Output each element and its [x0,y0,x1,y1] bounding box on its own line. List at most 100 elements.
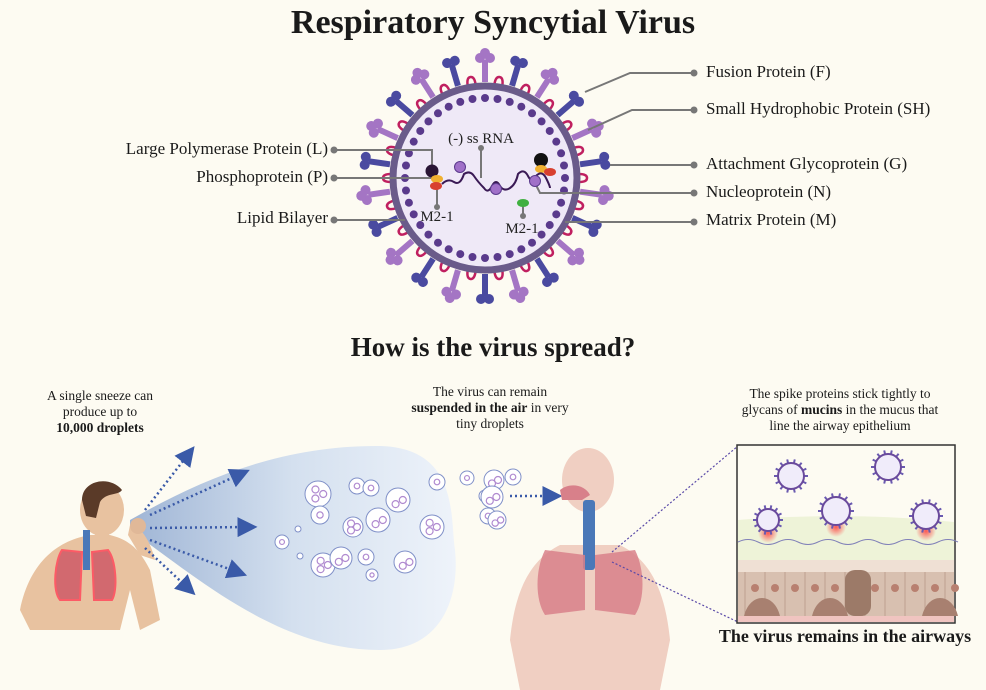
section-heading: How is the virus spread? [350,332,636,362]
small-hydrophobic-protein [415,98,428,111]
matrix-protein-bead [552,137,561,146]
droplet-virus [496,516,505,524]
label-lipid-bilayer: Lipid Bilayer [236,208,328,227]
droplets [274,468,522,582]
droplet-virus [378,515,387,525]
droplet [362,479,380,497]
label-phosphoprotein: Phosphoprotein (P) [196,167,328,186]
droplet-virus [425,527,434,536]
air-caption-line2: in very [527,400,569,415]
matrix-protein-bead [537,230,546,239]
small-hydrophobic-protein [466,270,477,281]
droplet-virus [311,494,320,503]
fusion-protein-spike [509,269,529,303]
fusion-protein-spike [555,238,585,266]
matrix-protein-bead [401,161,410,170]
droplet-virus [405,557,414,567]
matrix-protein-bead [552,210,561,219]
matrix-protein-bead [424,230,433,239]
droplet [342,516,364,538]
attachment-glycoprotein-spike [411,257,436,287]
small-hydrophobic-protein [397,120,409,132]
phosphoprotein-icon [535,165,547,173]
matrix-protein-bead [557,149,566,158]
sneeze-arrow [149,538,248,579]
fusion-protein-spike [366,118,399,141]
small-hydrophobic-protein [578,172,589,184]
droplet-virus [391,500,400,509]
trachea [83,530,90,570]
airway-caption: The virus remains in the airways [718,626,972,646]
droplet [329,546,353,570]
lung-left [537,550,585,615]
matrix-protein-bead [456,250,465,259]
matrix-protein-bead [545,126,554,135]
trachea [583,500,595,570]
droplet-virus [316,556,325,565]
cilia [738,560,954,572]
matrix-protein-bead [424,117,433,126]
attachment-glycoprotein-spike [579,151,611,170]
droplet [348,477,366,495]
label-nucleoprotein: Nucleoprotein (N) [706,182,832,201]
mucin-caption-line3: line the airway epithelium [769,418,911,433]
droplet-virus [433,478,441,486]
mucin-caption-pre: glycans of [741,402,801,417]
small-hydrophobic-protein [561,120,573,132]
m21-protein-icon [544,168,556,176]
inhaling-person-illustration [510,448,670,690]
cell-nucleus [751,584,759,592]
sneeze-arrow [144,446,195,511]
sneezing-person-illustration [20,481,160,630]
rna-label: (-) ss RNA [448,131,514,147]
cell-nucleus [931,584,939,592]
small-hydrophobic-protein [519,261,531,273]
fusion-protein-spike [385,238,415,266]
small-hydrophobic-protein [466,75,477,86]
droplet [294,525,302,533]
droplet [419,514,445,540]
inset-virus [774,459,808,493]
droplet [365,507,391,533]
droplet [357,548,375,566]
droplet-virus [311,485,320,494]
m21-label-left: M2-1 [420,209,453,225]
droplet [459,470,475,486]
attachment-glycoprotein-spike [385,90,415,118]
leader-line-fusion [584,72,694,93]
droplet-virus [493,475,503,485]
attachment-glycoprotein-spike [509,55,528,87]
fusion-protein-spike [475,48,495,82]
droplet-virus [352,522,362,532]
small-hydrophobic-protein [439,261,451,273]
small-hydrophobic-protein [415,245,428,258]
attachment-glycoprotein-spike [368,215,399,237]
basal-cell [922,598,958,616]
spread-illustration [20,444,959,690]
inset-virus [871,450,905,484]
droplet [393,550,417,574]
attachment-glycoprotein-spike [476,274,494,304]
small-hydrophobic-protein [519,83,531,95]
polymerase-icon [425,164,439,178]
label-small-hydrophobic: Small Hydrophobic Protein (SH) [706,99,931,118]
hair [82,481,122,518]
matrix-protein-bead [545,221,554,230]
cell-nucleus [911,584,919,592]
cell-nucleus [831,584,839,592]
polymerase-complex-right [534,153,556,176]
attachment-glycoprotein-spike [571,215,602,237]
matrix-protein-bead [481,254,489,262]
leader-line-sh [587,109,694,131]
matrix-protein-bead [537,117,546,126]
leader-dots [330,69,698,226]
sneeze-plume [130,445,456,650]
matrix-protein-bead [409,137,418,146]
inset-viruses [753,450,943,543]
droplet-virus [425,518,434,527]
matrix-protein-bead [468,94,477,103]
small-hydrophobic-protein [493,270,504,281]
matrix-protein-bead [517,102,526,111]
droplet-virus [485,496,494,505]
droplet-virus [278,538,286,546]
